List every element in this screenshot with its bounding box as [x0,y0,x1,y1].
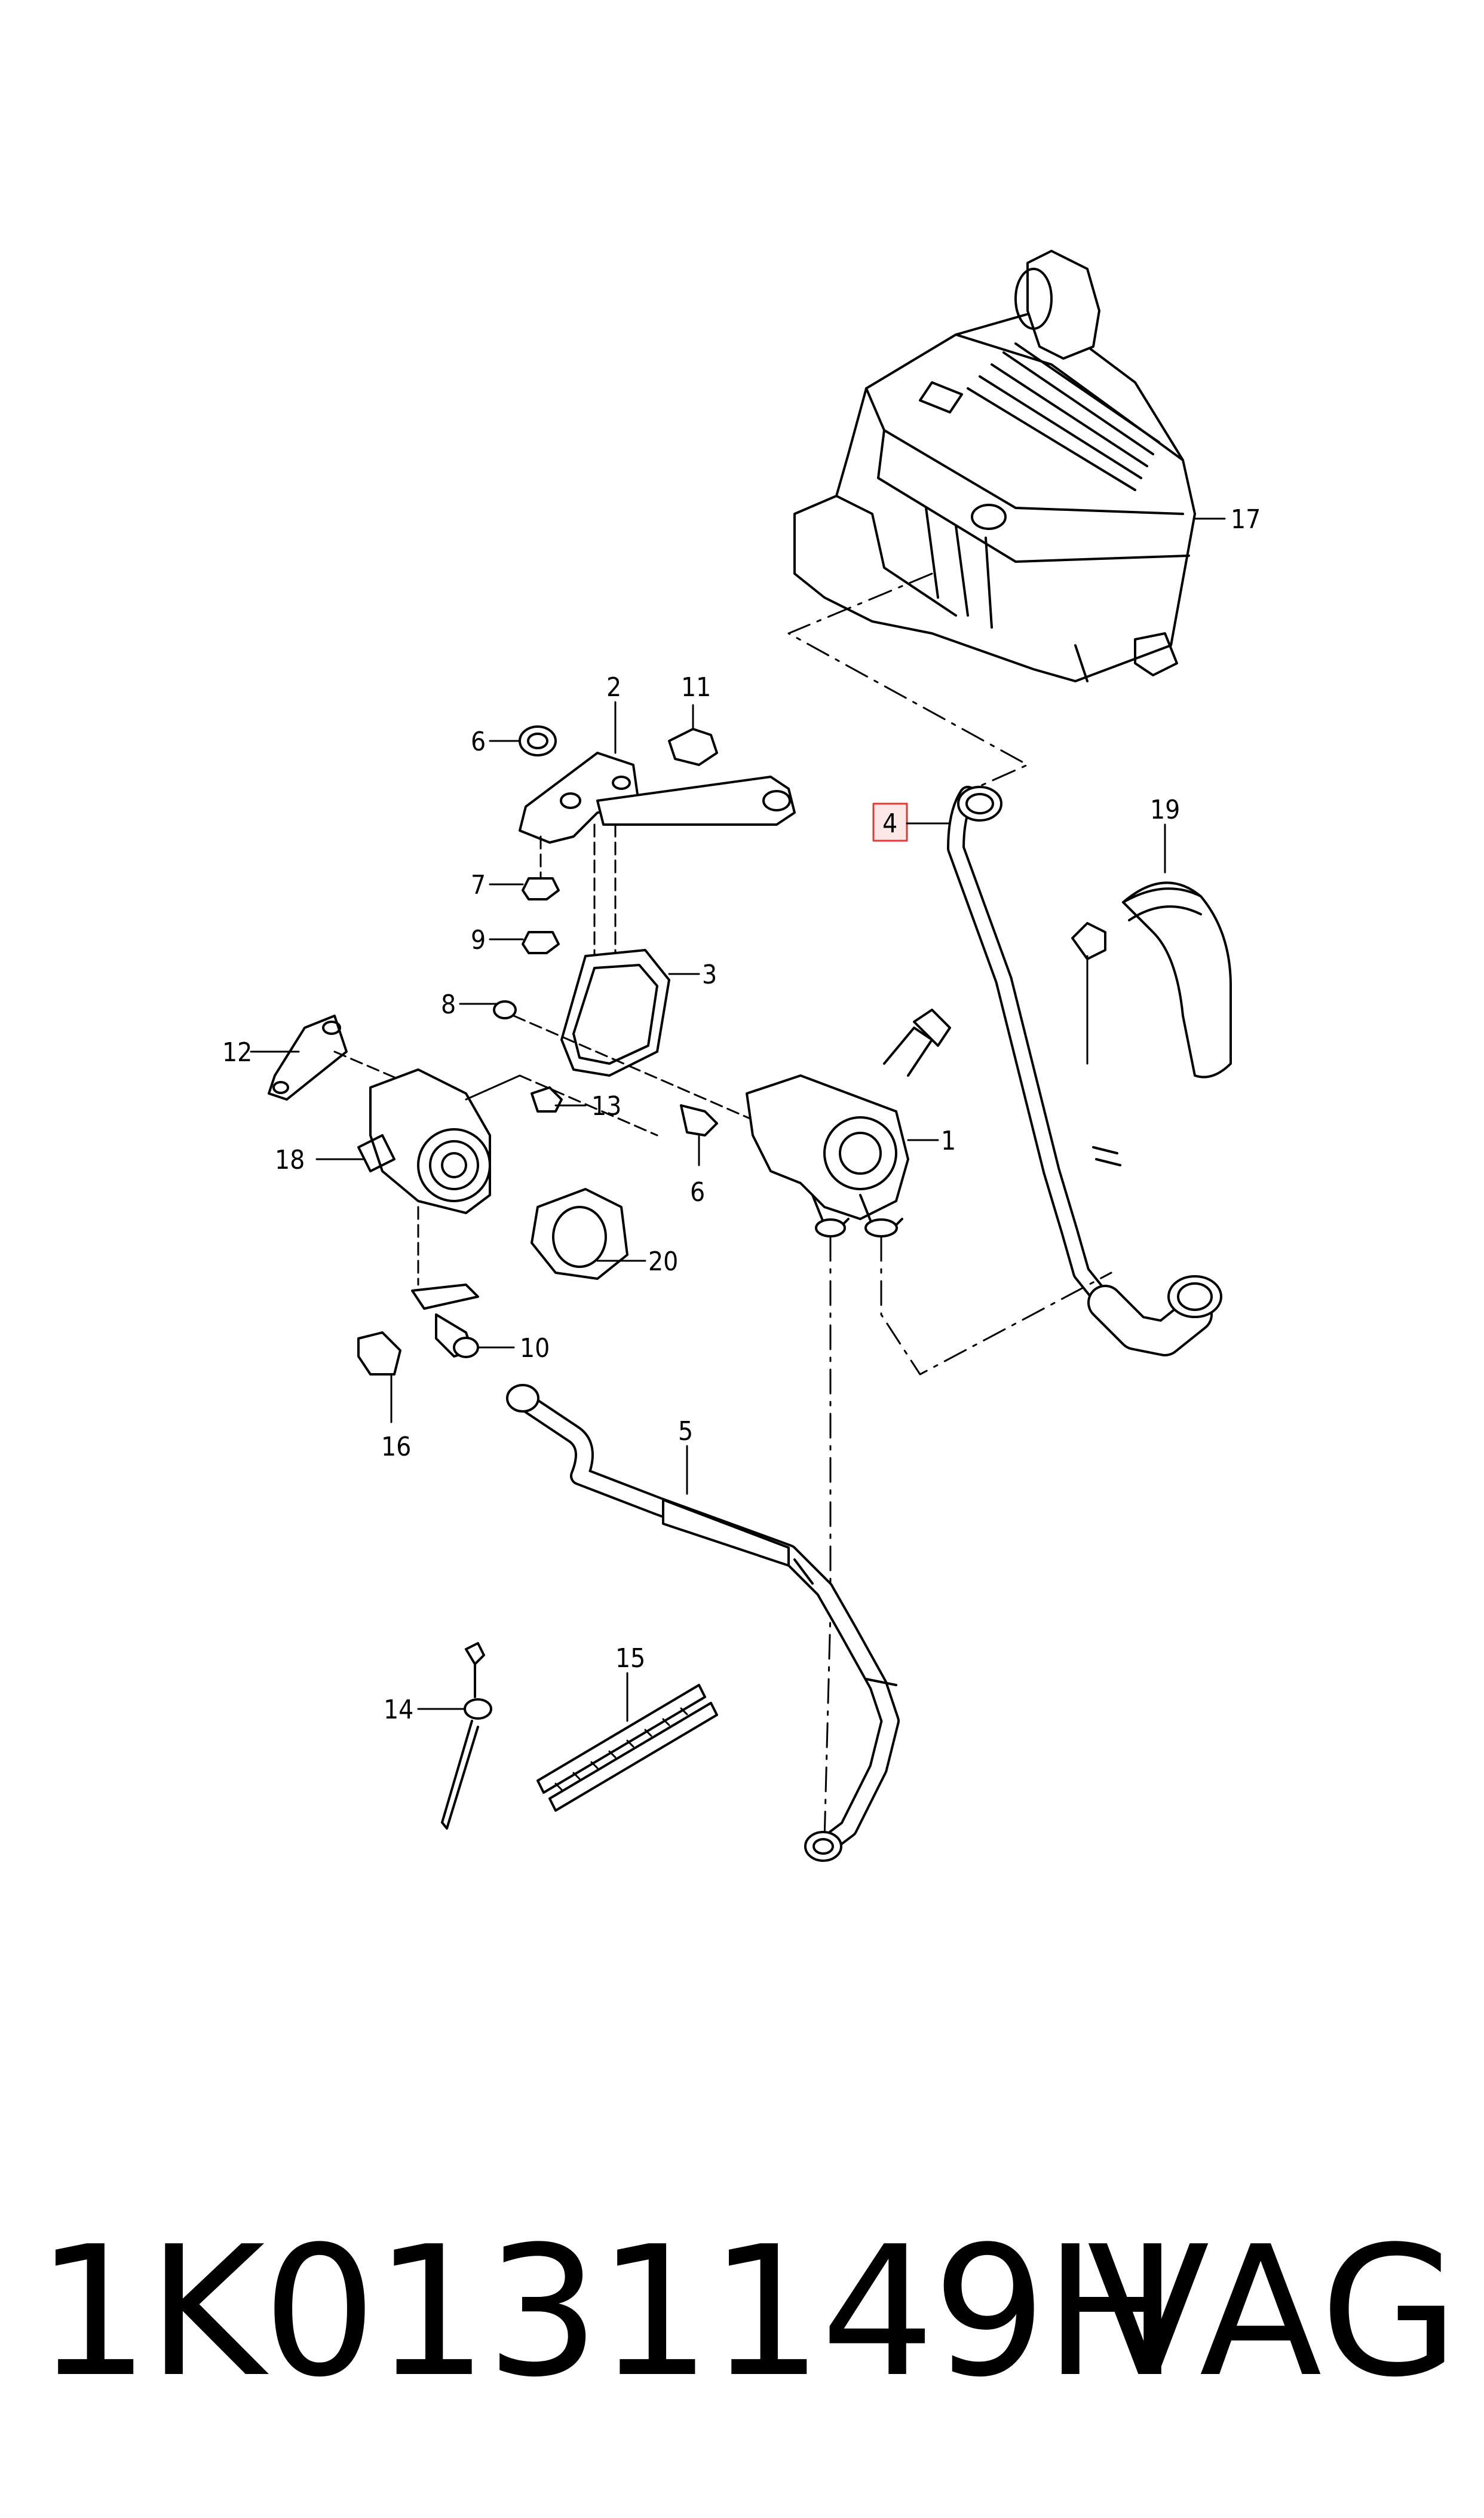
cable-tie-14 [417,1642,492,1830]
sensor-6 [680,1104,718,1166]
callout-8: 8 [441,990,456,1020]
callout-13: 13 [591,1091,621,1122]
callout-10: 10 [520,1333,550,1364]
seal-20 [531,1188,646,1280]
valve-1 [746,1009,951,1237]
bolt-13 [465,1074,658,1137]
callout-5: 5 [678,1416,693,1447]
callout-4[interactable]: 4 [882,808,897,839]
callout-18: 18 [275,1145,305,1175]
callout-15: 15 [615,1643,645,1674]
callout-11: 11 [681,672,711,703]
hose-5 [506,1384,900,1862]
callout-12: 12 [222,1037,252,1068]
callout-6-bottom: 6 [690,1177,705,1208]
hose-19 [1122,881,1232,1079]
air-filter-housing [793,250,1226,682]
bolt-8 [459,1000,790,1137]
callout-1: 1 [941,1126,956,1156]
part-number: 1K0131149H [36,2208,1179,2416]
clip-11 [668,704,718,766]
hose-clip [1071,922,1106,1065]
gasket-3 [560,949,700,1077]
callout-6-top: 6 [471,727,486,757]
callout-19: 19 [1150,795,1180,825]
callout-14: 14 [384,1695,413,1725]
clip-16 [357,1331,401,1423]
callout-20: 20 [648,1246,678,1277]
egr-valve-18 [315,1068,491,1286]
callout-3: 3 [702,960,717,990]
grommet-6 [489,725,557,756]
callout-9: 9 [471,925,486,955]
nut-9 [489,931,560,954]
bracket-2 [519,752,796,844]
highlight-box-4[interactable] [872,802,908,842]
callout-17: 17 [1231,504,1261,535]
bolt-10 [411,1283,515,1358]
parts-diagram: 17 4 19 [222,250,1261,1862]
cable-ties-15 [536,1672,718,1812]
callout-7: 7 [471,870,486,900]
callout-2: 2 [606,672,621,703]
brand-label: VAG [1087,2208,1460,2416]
callout-16: 16 [381,1432,411,1462]
nut-7 [489,877,560,900]
hose-4 [947,786,1222,1356]
